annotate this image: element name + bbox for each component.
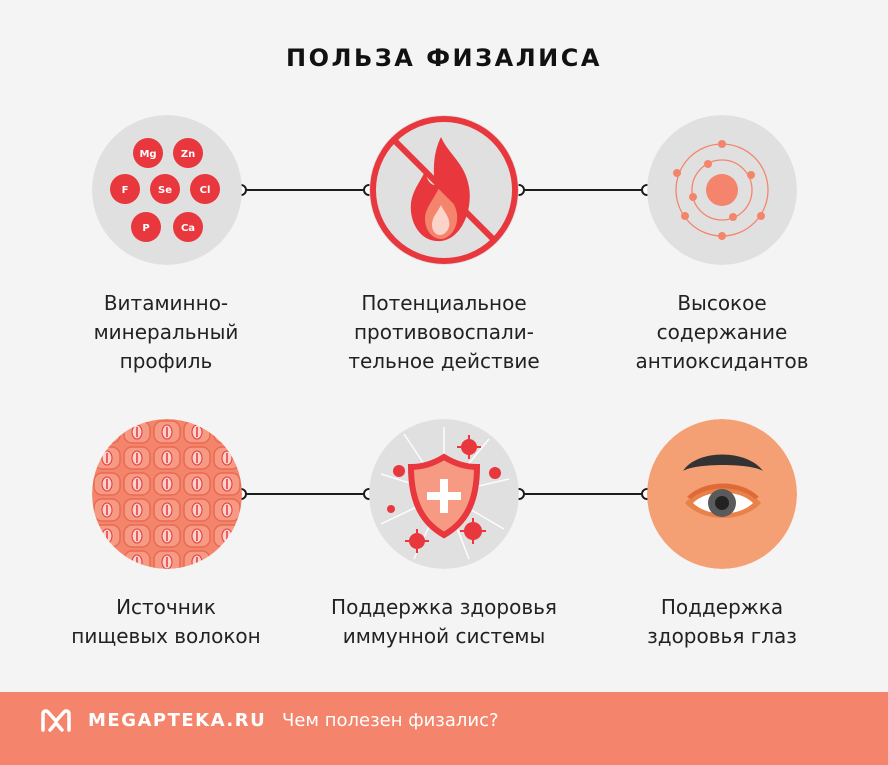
mineral-cl: Cl [200, 185, 211, 196]
no-fire-icon [369, 115, 519, 265]
mineral-mg: Mg [139, 149, 156, 160]
label-line: Поддержка [660, 595, 784, 619]
eye-icon [647, 419, 797, 569]
mineral-zn: Zn [181, 149, 195, 160]
label-line: тельное действие [348, 349, 540, 373]
fiber-icon [92, 419, 242, 569]
benefit-label-eyes: Поддержка здоровья глаз [582, 593, 862, 651]
label-line: антиоксидантов [635, 349, 809, 373]
benefit-label-antioxidants: Высокое содержание антиоксидантов [582, 289, 862, 376]
atom-icon [647, 115, 797, 265]
megapteka-logo-icon [41, 709, 71, 732]
label-line: Потенциальное [361, 291, 527, 315]
label-line: профиль [119, 349, 213, 373]
label-line: иммунной системы [342, 624, 546, 648]
label-line: Источник [116, 595, 216, 619]
benefit-label-immune: Поддержка здоровья иммунной системы [304, 593, 584, 651]
benefit-label-anti-inflammatory: Потенциальное противовоспали- тельное де… [304, 289, 584, 376]
mineral-f: F [122, 185, 129, 196]
footer-bar: MEGAPTEKA.RU Чем полезен физалис? [0, 692, 888, 765]
label-line: здоровья глаз [647, 624, 797, 648]
mineral-p: P [142, 223, 149, 234]
label-line: Поддержка здоровья [331, 595, 557, 619]
label-line: противовоспали- [353, 320, 535, 344]
mineral-se: Se [158, 185, 172, 196]
benefit-label-fiber: Источник пищевых волокон [26, 593, 306, 651]
immune-shield-icon [369, 419, 519, 569]
label-line: пищевых волокон [71, 624, 261, 648]
page-title: ПОЛЬЗА ФИЗАЛИСА [286, 44, 602, 72]
label-line: содержание [656, 320, 788, 344]
label-line: Высокое [677, 291, 767, 315]
benefit-label-vitamins: Витаминно- минеральный профиль [26, 289, 306, 376]
article-link[interactable]: Чем полезен физалис? [282, 710, 499, 731]
minerals-icon: Mg Zn F Se Cl P Ca [92, 115, 242, 265]
label-line: минеральный [93, 320, 239, 344]
label-line: Витаминно- [103, 291, 229, 315]
brand-name[interactable]: MEGAPTEKA.RU [88, 710, 267, 731]
mineral-ca: Ca [181, 223, 195, 234]
